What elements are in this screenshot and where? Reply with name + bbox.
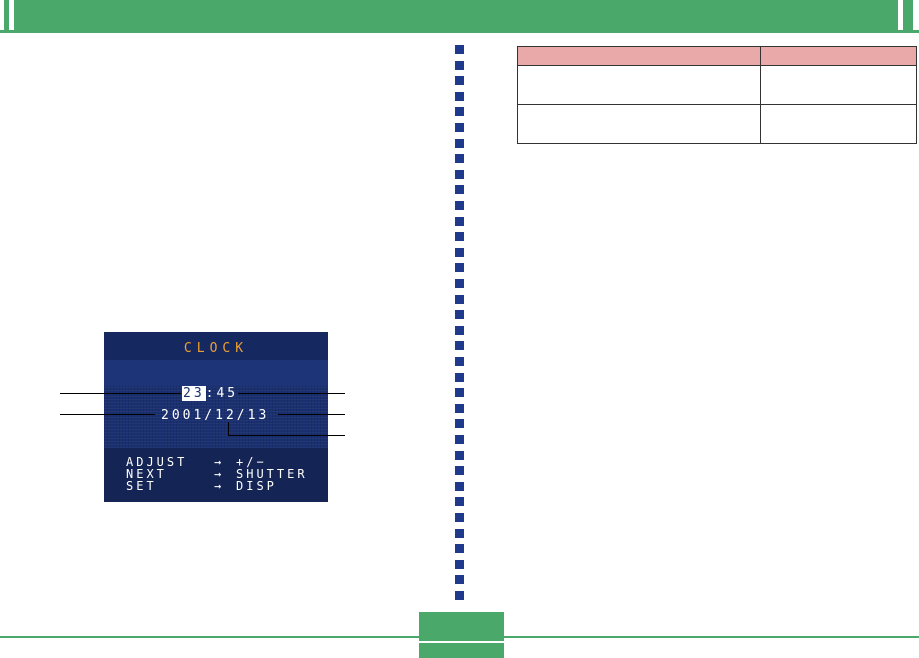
callout-line-year — [60, 414, 155, 415]
divider-dot — [455, 61, 464, 70]
divider-dot — [455, 295, 464, 304]
divider-dot — [455, 326, 464, 335]
divider-dot — [455, 419, 464, 428]
instruction-action: SET — [126, 479, 157, 493]
lcd-date: 2001/12/13 — [161, 408, 270, 423]
callout-line-month — [228, 435, 345, 436]
divider-dot — [455, 591, 464, 600]
divider-dot — [455, 544, 464, 553]
divider-dot — [455, 92, 464, 101]
divider-dot — [455, 310, 464, 319]
lcd-band — [104, 360, 328, 386]
divider-dot — [455, 451, 464, 460]
instruction-arrow: → — [214, 455, 225, 469]
divider-dot — [455, 201, 464, 210]
divider-dot — [455, 529, 464, 538]
divider-dot — [455, 279, 464, 288]
page-number-box-divider — [419, 641, 504, 643]
divider-dot — [455, 560, 464, 569]
header-underline — [0, 30, 919, 33]
divider-dot — [455, 139, 464, 148]
divider-dot — [455, 107, 464, 116]
table-header-row — [516, 46, 917, 66]
lcd-time-hours: 23 — [182, 386, 206, 401]
instruction-key: DISP — [236, 479, 277, 493]
clock-lcd-screen: CLOCK 23:45 2001/12/13 ADJUST→+/− NEXT→S… — [104, 332, 328, 502]
divider-dot — [455, 373, 464, 382]
callout-line-month-vertical — [228, 422, 229, 436]
lcd-time: 23:45 — [182, 386, 238, 401]
header-tab-mark — [9, 0, 14, 30]
divider-dot — [455, 154, 464, 163]
lcd-instructions-band — [104, 448, 328, 502]
lcd-title: CLOCK — [183, 341, 249, 356]
page-header-bar — [0, 0, 919, 30]
divider-dot — [455, 466, 464, 475]
settings-table — [516, 46, 917, 144]
header-tab-mark — [0, 0, 4, 30]
table-row — [516, 104, 917, 144]
callout-line-minutes — [238, 393, 345, 394]
divider-dot — [455, 435, 464, 444]
divider-dot — [455, 497, 464, 506]
lcd-instruction-row: ADJUST → +/− — [126, 456, 267, 468]
divider-dot — [455, 232, 464, 241]
instruction-arrow: → — [214, 467, 225, 481]
lcd-title-band — [104, 332, 328, 360]
divider-dot — [455, 388, 464, 397]
divider-dot — [455, 341, 464, 350]
header-tab-mark — [898, 0, 903, 30]
divider-dot — [455, 76, 464, 85]
instruction-key: +/− — [236, 455, 267, 469]
table-cell — [516, 65, 762, 105]
divider-dot — [455, 482, 464, 491]
table-row — [516, 65, 917, 105]
divider-dot — [455, 45, 464, 54]
table-cell — [516, 104, 762, 144]
column-divider-dots — [455, 45, 465, 605]
divider-dot — [455, 575, 464, 584]
instruction-key: SHUTTER — [236, 467, 308, 481]
lcd-time-minutes: :45 — [205, 386, 239, 401]
divider-dot — [455, 123, 464, 132]
table-cell — [760, 65, 917, 105]
divider-dot — [455, 248, 464, 257]
divider-dot — [455, 217, 464, 226]
instruction-action: ADJUST — [126, 455, 188, 469]
divider-dot — [455, 263, 464, 272]
instruction-action: NEXT — [126, 467, 167, 481]
callout-line-hours — [60, 393, 181, 394]
callout-line-day — [278, 414, 345, 415]
page-number-box — [419, 612, 504, 658]
divider-dot — [455, 185, 464, 194]
divider-dot — [455, 357, 464, 366]
divider-dot — [455, 170, 464, 179]
header-tab-mark — [913, 0, 919, 30]
table-header-cell — [516, 46, 762, 66]
divider-dot — [455, 513, 464, 522]
table-header-cell — [760, 46, 917, 66]
divider-dot — [455, 404, 464, 413]
table-cell — [760, 104, 917, 144]
lcd-instruction-row: NEXT → SHUTTER — [126, 468, 308, 480]
lcd-instruction-row: SET → DISP — [126, 480, 277, 492]
instruction-arrow: → — [214, 479, 225, 493]
